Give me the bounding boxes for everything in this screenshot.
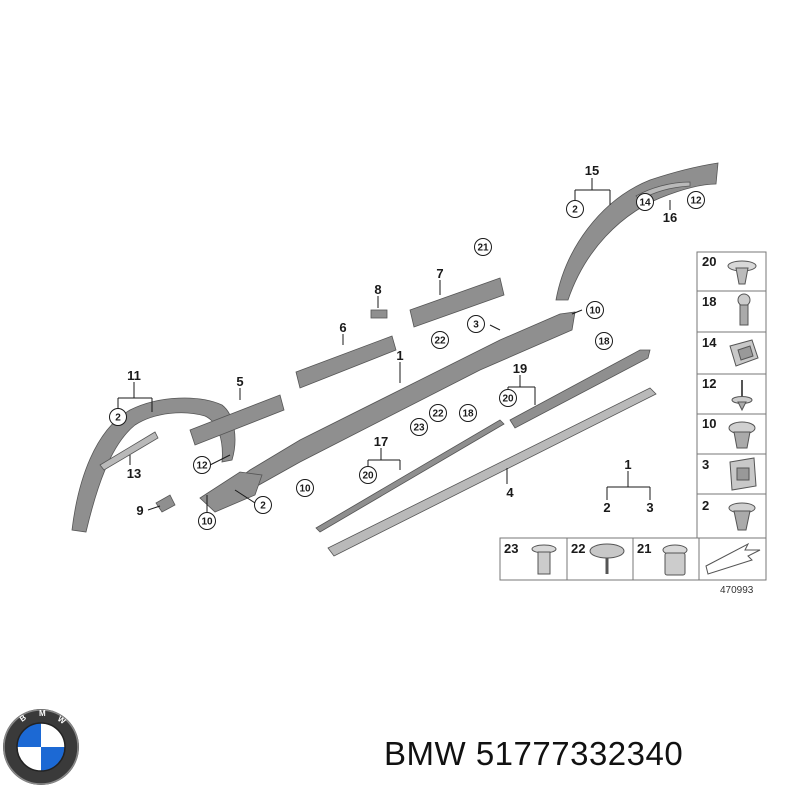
part-8 bbox=[370, 309, 388, 319]
callout-4: 4 bbox=[506, 485, 514, 500]
svg-text:W: W bbox=[56, 714, 68, 726]
callout-9: 9 bbox=[136, 503, 143, 518]
clip-22-icon bbox=[589, 543, 625, 574]
side-table-label-3: 3 bbox=[702, 457, 709, 472]
brand-name: BMW bbox=[384, 735, 467, 772]
callout-19: 19 bbox=[513, 361, 527, 376]
circled-callout-22: 22 bbox=[432, 409, 444, 420]
callout-7: 7 bbox=[436, 266, 443, 281]
circled-callout-18: 18 bbox=[462, 409, 474, 420]
clip-10-icon bbox=[728, 421, 756, 449]
circled-callout-10: 10 bbox=[589, 306, 601, 317]
pin-12-icon bbox=[731, 380, 753, 412]
svg-text:M: M bbox=[39, 709, 46, 718]
bottom-table-label-22: 22 bbox=[571, 541, 585, 556]
nut-3-icon bbox=[729, 457, 757, 491]
callout-16: 16 bbox=[663, 210, 677, 225]
circled-callout-22: 22 bbox=[434, 336, 446, 347]
side-table-label-14: 14 bbox=[702, 335, 717, 350]
callout-1: 1 bbox=[396, 348, 403, 363]
clip-21-icon bbox=[662, 544, 688, 576]
screw-18-icon bbox=[737, 293, 751, 326]
callout-5: 5 bbox=[236, 374, 243, 389]
callout-17: 17 bbox=[374, 434, 388, 449]
callout-15: 15 bbox=[585, 163, 599, 178]
orientation-arrow-icon bbox=[705, 542, 761, 575]
svg-text:B: B bbox=[18, 713, 28, 724]
circled-callout-2: 2 bbox=[572, 205, 578, 216]
circled-callout-14: 14 bbox=[639, 198, 651, 209]
bracket-5 bbox=[189, 394, 285, 446]
side-sill-panel-1 bbox=[209, 311, 576, 501]
bottom-table-label-21: 21 bbox=[637, 541, 651, 556]
legend-assembly-1: 1 bbox=[624, 457, 631, 472]
bmw-roundel-icon: B M W bbox=[3, 709, 79, 785]
arch-trim-strip-13 bbox=[99, 431, 159, 471]
circled-callout-2: 2 bbox=[260, 501, 266, 512]
circled-callout-20: 20 bbox=[502, 394, 514, 405]
bracket-6 bbox=[295, 335, 397, 389]
fastener-table-bottom: 23 22 21 470993 bbox=[499, 537, 767, 596]
wheel-arch-trim-rear bbox=[555, 162, 719, 301]
clip-9 bbox=[155, 494, 176, 513]
part-number: 51777332340 bbox=[475, 735, 684, 772]
bracket-7 bbox=[409, 277, 505, 328]
clip-23-icon bbox=[531, 544, 557, 575]
callout-6: 6 bbox=[339, 320, 346, 335]
circled-callout-3: 3 bbox=[473, 320, 479, 331]
clip-14-icon bbox=[729, 339, 759, 367]
circled-callout-18: 18 bbox=[598, 337, 610, 348]
side-table-label-2: 2 bbox=[702, 498, 709, 513]
circled-callout-12: 12 bbox=[196, 461, 208, 472]
sill-front-end bbox=[199, 471, 263, 513]
legend-assembly-3: 3 bbox=[646, 500, 653, 515]
circled-callout-2: 2 bbox=[115, 413, 121, 424]
circled-callout-21: 21 bbox=[477, 243, 489, 254]
diagram-code: 470993 bbox=[720, 585, 754, 596]
circled-callout-20: 20 bbox=[362, 471, 374, 482]
clip-20-icon bbox=[727, 260, 757, 285]
fastener-table-side: 20 18 14 12 10 3 2 bbox=[696, 251, 767, 539]
callout-11: 11 bbox=[127, 368, 141, 383]
callout-13: 13 bbox=[127, 466, 141, 481]
side-table-label-18: 18 bbox=[702, 294, 716, 309]
side-table-label-20: 20 bbox=[702, 254, 716, 269]
side-table-label-10: 10 bbox=[702, 416, 716, 431]
leader-lines bbox=[117, 178, 671, 512]
legend-assembly-2: 2 bbox=[603, 500, 610, 515]
bottom-table-label-23: 23 bbox=[504, 541, 518, 556]
trim-strip-19 bbox=[509, 349, 651, 429]
circled-callout-12: 12 bbox=[690, 196, 702, 207]
circled-callout-23: 23 bbox=[413, 423, 425, 434]
brand-part-number: BMW 51777332340 bbox=[384, 735, 683, 773]
callout-8: 8 bbox=[374, 282, 381, 297]
trim-strip-17 bbox=[315, 419, 505, 533]
side-table-label-12: 12 bbox=[702, 376, 716, 391]
circled-callout-10: 10 bbox=[201, 517, 213, 528]
trim-strip-4 bbox=[327, 387, 657, 557]
circled-callout-10: 10 bbox=[299, 484, 311, 495]
circled-callouts: 2 14 12 21 3 10 22 18 2 20 22 18 23 12 1… bbox=[109, 191, 705, 530]
clip-2-icon bbox=[728, 502, 756, 531]
